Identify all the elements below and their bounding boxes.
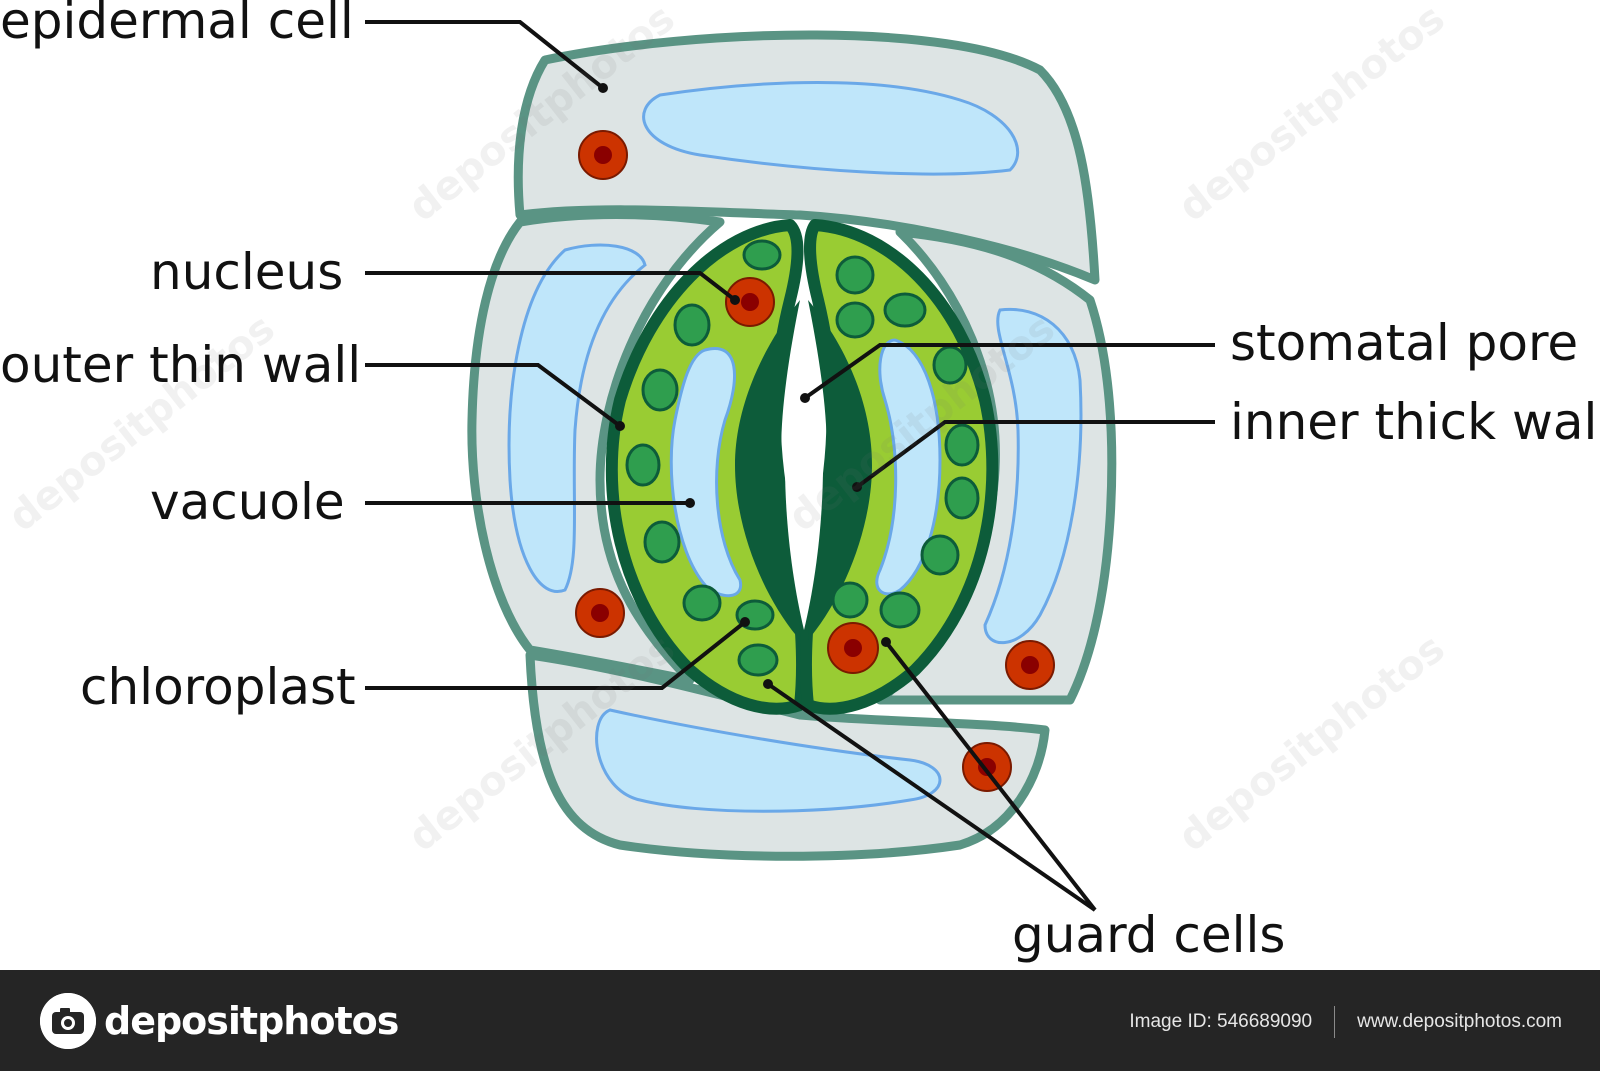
label-chloroplast: chloroplast — [80, 662, 356, 712]
chloroplast — [837, 257, 873, 293]
footer-meta: Image ID: 546689090 www.depositphotos.co… — [1129, 1006, 1562, 1038]
chloroplast — [744, 241, 780, 269]
nucleolus-guard-left — [741, 293, 759, 311]
chloroplast — [684, 586, 720, 620]
nucleolus-guard-right — [844, 639, 862, 657]
leader-dot — [852, 482, 862, 492]
chloroplast — [643, 370, 677, 410]
label-epidermal-cell: epidermal cell — [0, 0, 354, 46]
nucleolus-epidermal-top — [594, 146, 612, 164]
leader-dot — [730, 295, 740, 305]
label-outer-thin-wall: outer thin wall — [0, 340, 361, 390]
leader-dot — [800, 393, 810, 403]
chloroplast — [922, 536, 958, 574]
label-stomatal-pore: stomatal pore — [1230, 318, 1578, 368]
chloroplast — [837, 303, 873, 337]
leader-dot — [881, 637, 891, 647]
chloroplast — [675, 305, 709, 345]
nucleolus-epidermal-right — [1021, 656, 1039, 674]
label-vacuole: vacuole — [150, 477, 345, 527]
image-id: Image ID: 546689090 — [1129, 1011, 1312, 1033]
chloroplast — [946, 478, 978, 518]
chloroplast — [885, 294, 925, 326]
chloroplast — [833, 583, 867, 617]
nucleolus-epidermal-left — [591, 604, 609, 622]
leader-dot — [615, 421, 625, 431]
chloroplast — [627, 445, 659, 485]
label-guard-cells: guard cells — [1012, 910, 1285, 960]
footer-bar: depositphotos Image ID: 546689090 www.de… — [0, 970, 1600, 1071]
brand-logo[interactable]: depositphotos — [40, 992, 398, 1050]
chloroplast — [881, 593, 919, 627]
leader-dot — [685, 498, 695, 508]
leader-dot — [598, 83, 608, 93]
leader-dot — [763, 679, 773, 689]
brand-name: depositphotos — [104, 999, 398, 1043]
leader-dot — [740, 617, 750, 627]
label-inner-thick-wall: inner thick wall — [1230, 397, 1600, 447]
chloroplast — [934, 347, 966, 383]
camera-icon — [40, 993, 96, 1049]
chloroplast — [739, 645, 777, 675]
label-nucleus: nucleus — [150, 247, 343, 297]
chloroplast — [946, 425, 978, 465]
footer-divider — [1334, 1006, 1335, 1038]
website-link[interactable]: www.depositphotos.com — [1357, 1011, 1562, 1033]
chloroplast — [645, 522, 679, 562]
